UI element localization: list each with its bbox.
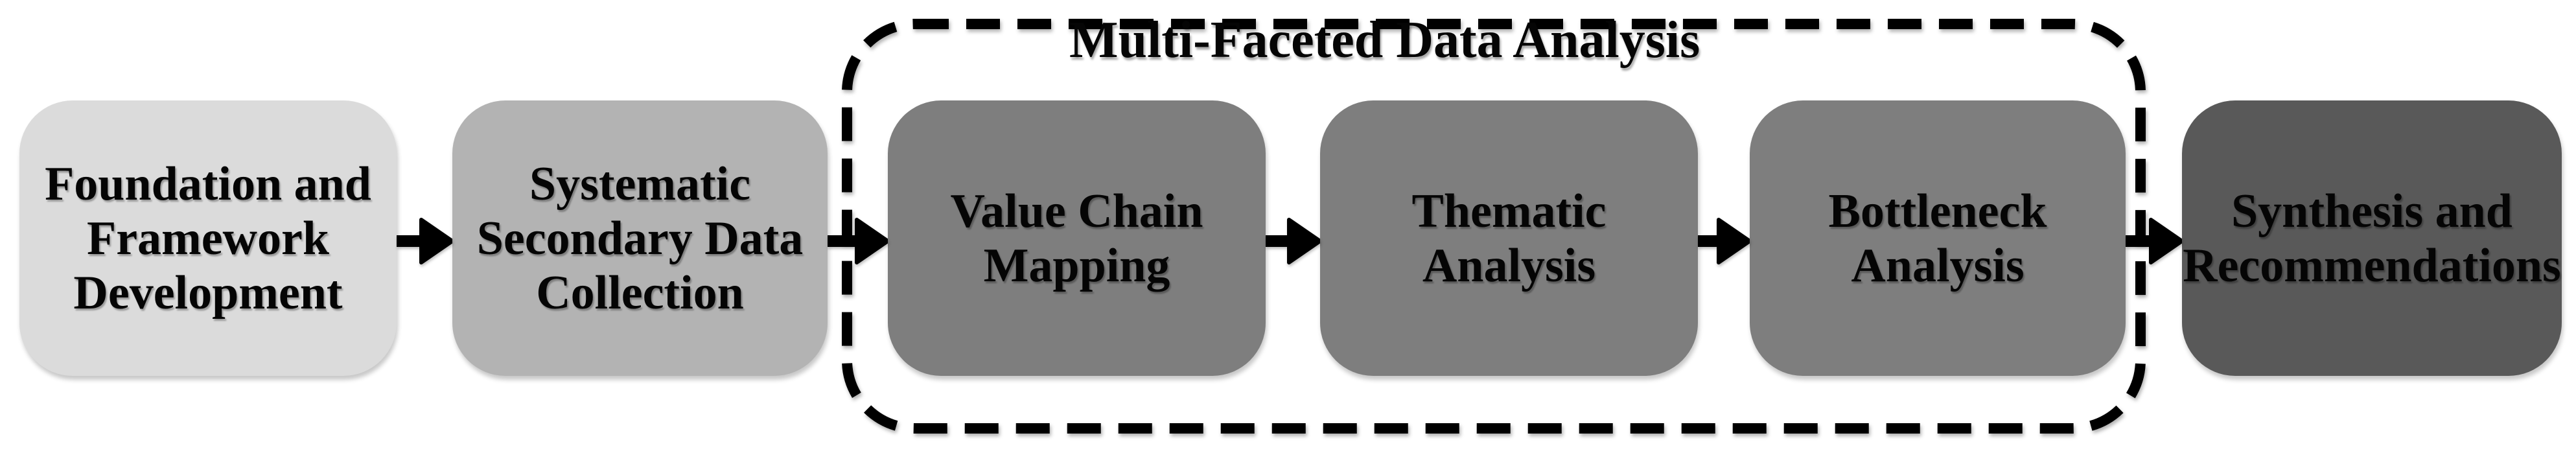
step-foundation-framework: Foundation and Framework Development xyxy=(19,100,397,376)
step-label: Thematic Analysis xyxy=(1411,184,1607,292)
arrow-right-icon xyxy=(828,218,888,264)
step-bottleneck-analysis: Bottleneck Analysis xyxy=(1750,100,2126,376)
step-secondary-data-collection: Systematic Secondary Data Collection xyxy=(452,100,828,376)
step-label: Bottleneck Analysis xyxy=(1828,184,2047,292)
arrow-right-icon xyxy=(2126,218,2182,264)
arrow-right-icon xyxy=(397,218,452,264)
arrow-right-icon xyxy=(1698,218,1750,264)
arrow-right-icon xyxy=(1266,218,1320,264)
step-thematic-analysis: Thematic Analysis xyxy=(1320,100,1698,376)
step-synthesis-recommendations: Synthesis and Recommendations xyxy=(2182,100,2562,376)
step-label: Systematic Secondary Data Collection xyxy=(476,157,804,319)
step-label: Synthesis and Recommendations xyxy=(2183,184,2561,292)
step-value-chain-mapping: Value Chain Mapping xyxy=(888,100,1266,376)
group-title: Multi-Faceted Data Analysis xyxy=(1069,12,1700,69)
step-label: Foundation and Framework Development xyxy=(45,157,371,319)
step-label: Value Chain Mapping xyxy=(950,184,1203,292)
